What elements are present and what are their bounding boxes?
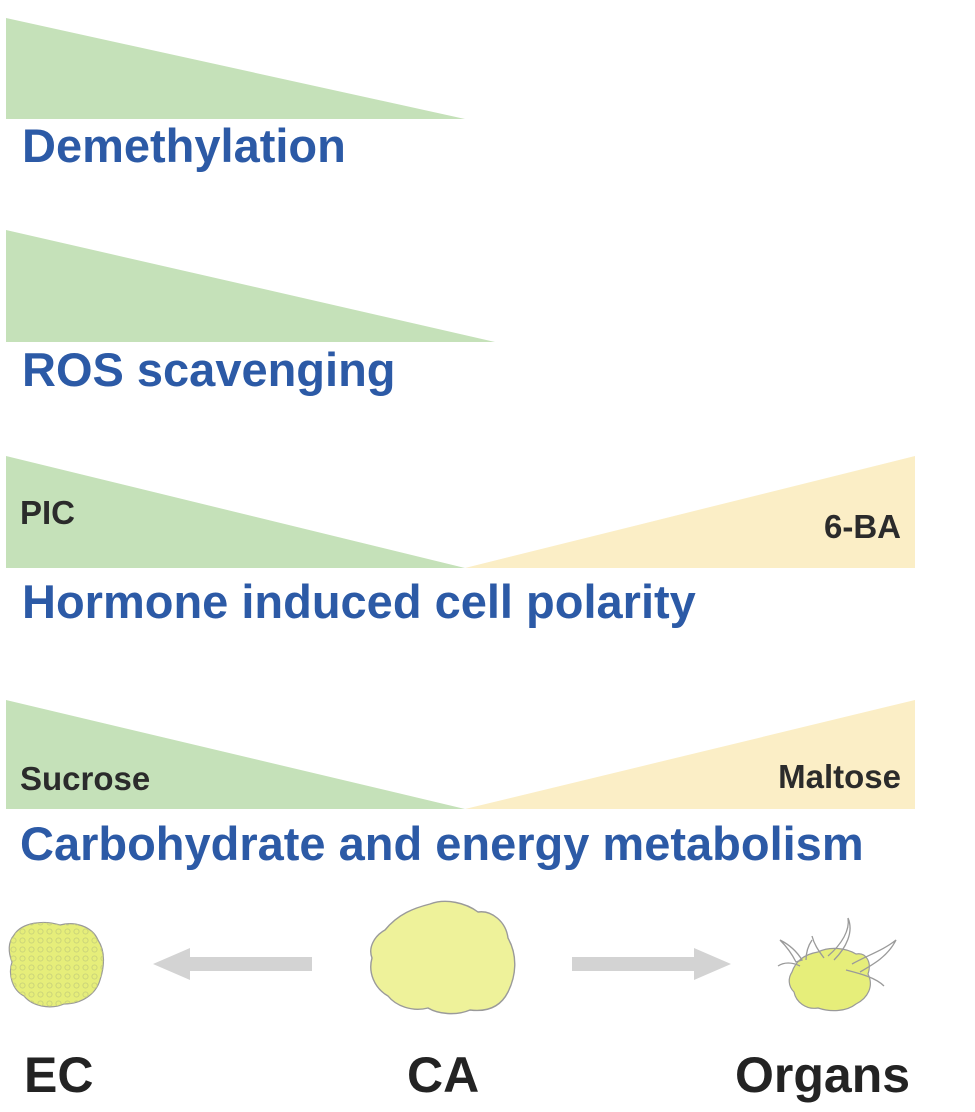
label-pic: PIC <box>20 494 76 531</box>
demethylation-gradient-wedge <box>6 18 465 119</box>
process-title-ros-scavenging: ROS scavenging <box>22 343 396 396</box>
label-6ba: 6-BA <box>823 508 901 545</box>
pic-gradient-wedge <box>6 456 465 568</box>
label-maltose: Maltose <box>778 758 901 795</box>
process-title-demethylation: Demethylation <box>22 119 346 172</box>
ros-gradient-wedge <box>6 230 495 342</box>
6ba-gradient-wedge <box>465 456 915 568</box>
stage-label-ca: CA <box>407 1047 480 1103</box>
maltose-gradient-wedge <box>465 700 915 809</box>
arrow-right-to-organs <box>572 948 731 980</box>
arrow-left-to-ec <box>153 948 312 980</box>
sucrose-gradient-wedge <box>6 700 465 809</box>
stage-label-organs: Organs <box>735 1047 911 1103</box>
label-sucrose: Sucrose <box>20 760 151 797</box>
organs-tissue-icon <box>777 917 897 1012</box>
process-title-carbohydrate-metabolism: Carbohydrate and energy metabolism <box>20 817 864 870</box>
ec-tissue-icon <box>8 921 105 1008</box>
ca-tissue-icon <box>370 900 516 1015</box>
process-title-hormone-polarity: Hormone induced cell polarity <box>22 575 696 628</box>
stage-label-ec: EC <box>24 1047 94 1103</box>
